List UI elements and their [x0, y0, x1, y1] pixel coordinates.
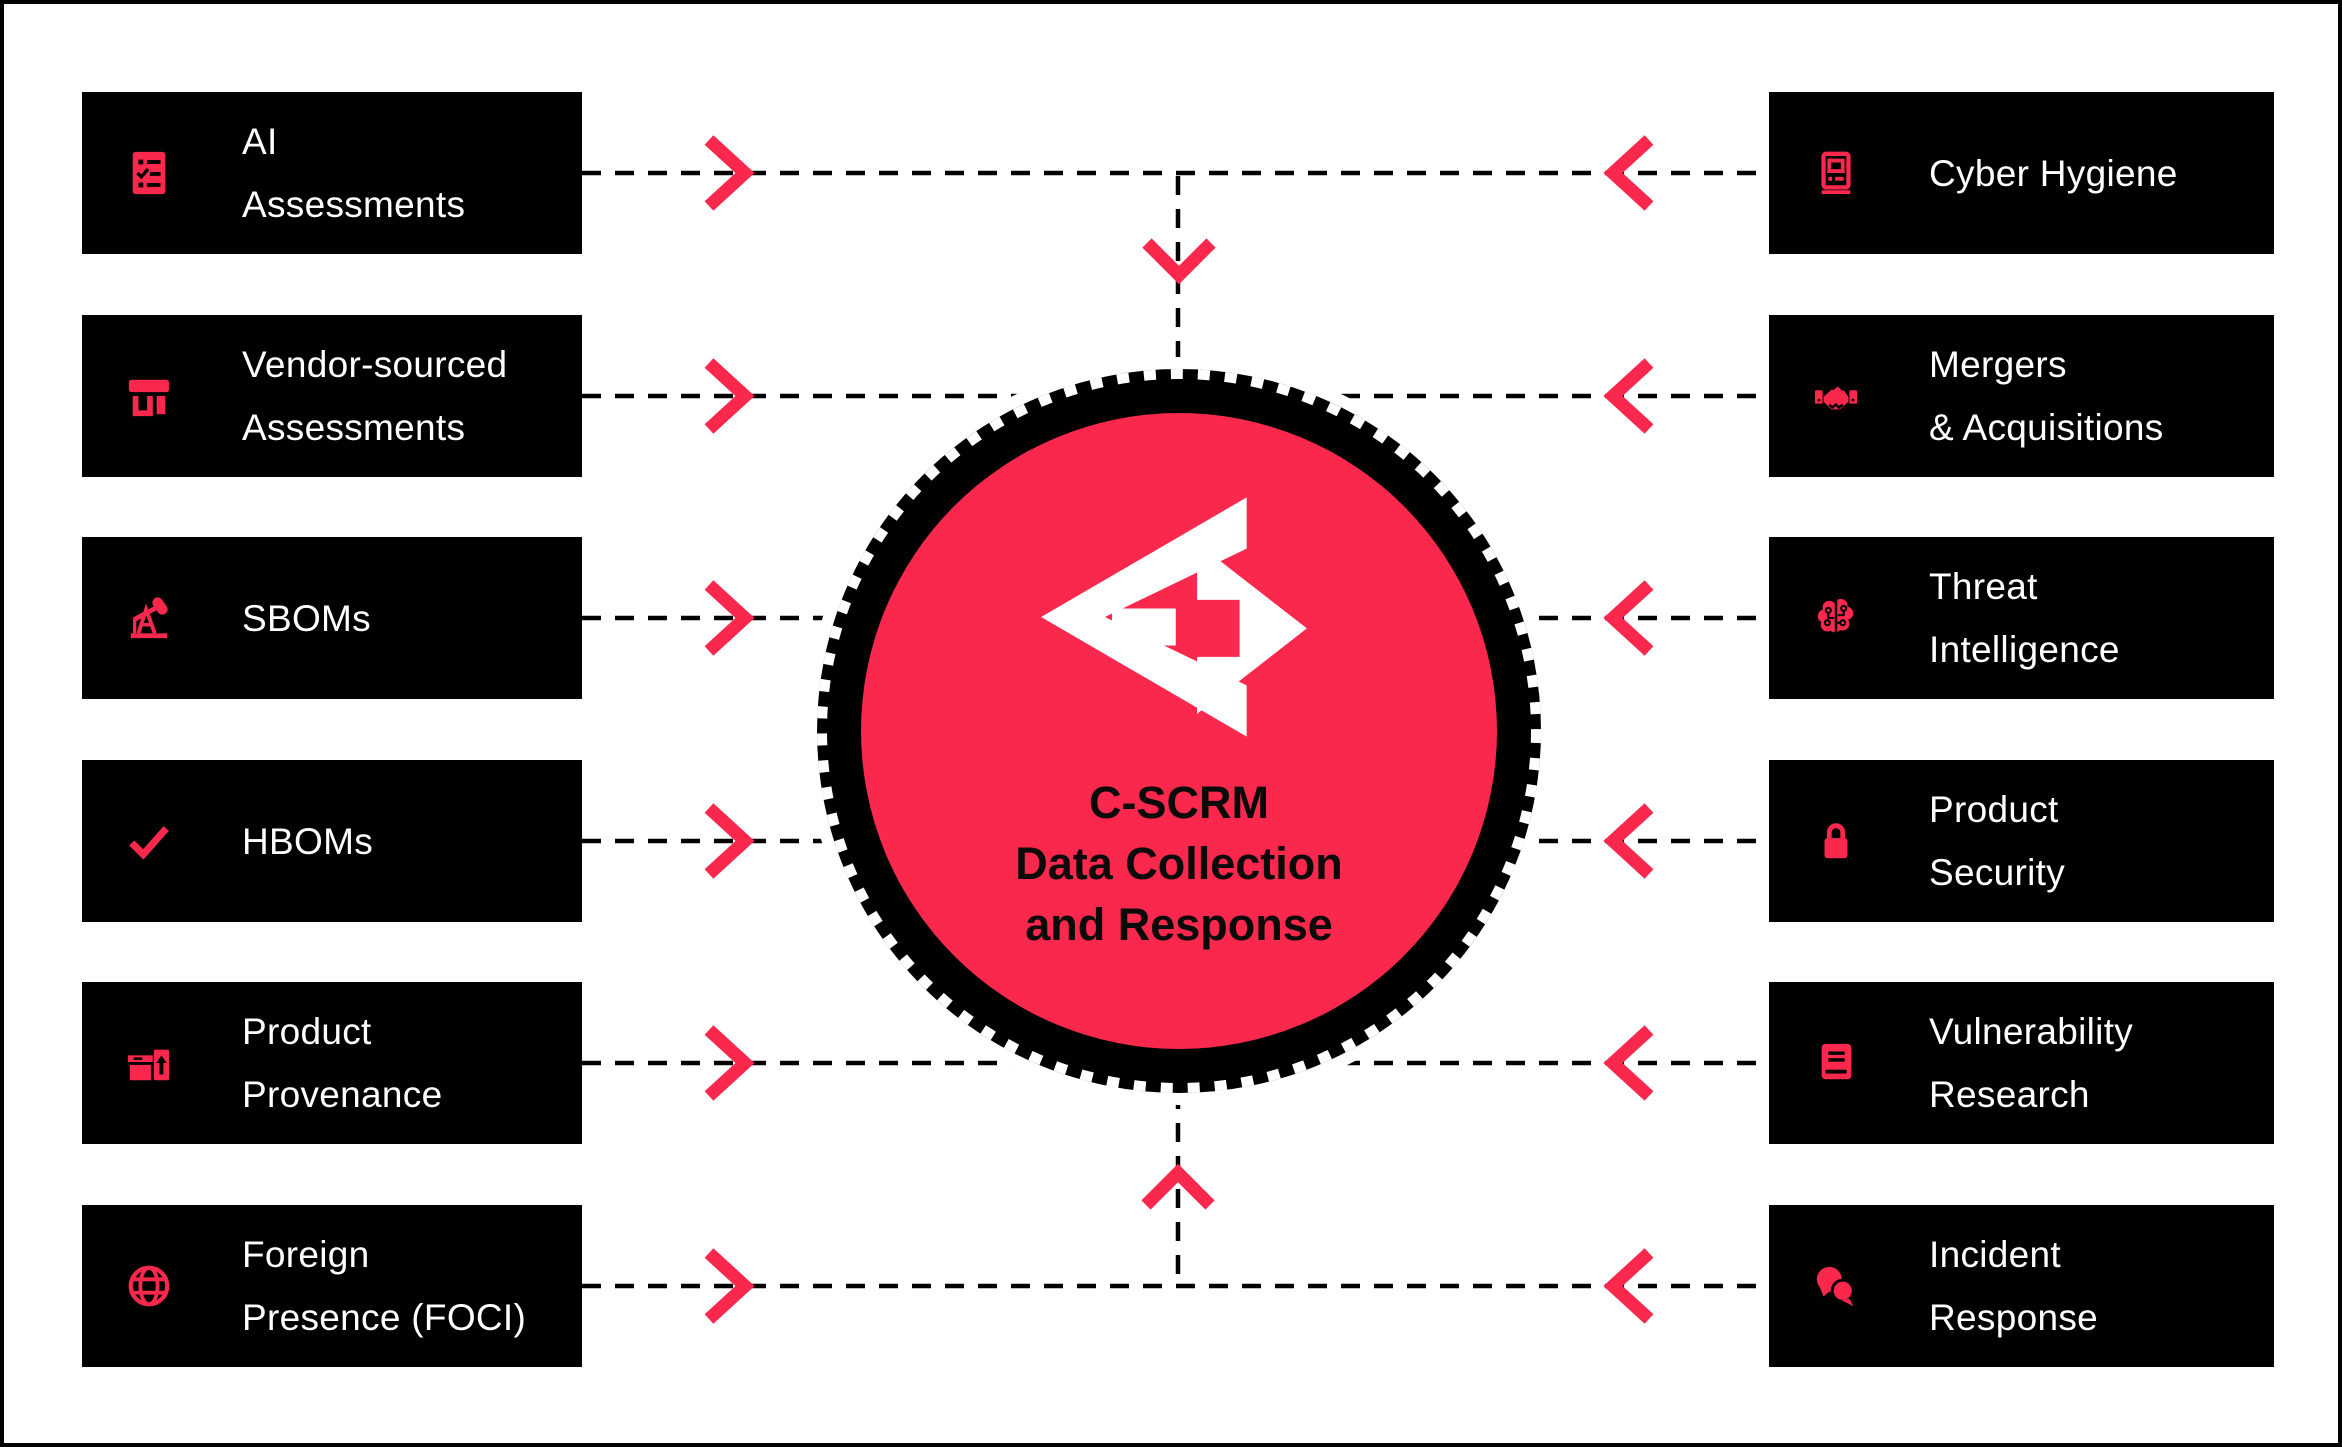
- flow-chevron-left-icon: [1603, 135, 1654, 211]
- node-label-line: Assessments: [242, 407, 466, 448]
- node-label: Foreign Presence (FOCI): [242, 1223, 526, 1349]
- ai-brain-icon: [1813, 595, 1859, 641]
- globe-icon: [126, 1263, 172, 1309]
- storefront-icon: [126, 373, 172, 419]
- node-label-line: Product: [1929, 789, 2059, 830]
- center-title: C-SCRM Data Collection and Response: [829, 772, 1529, 955]
- center-title-line: and Response: [1025, 899, 1333, 950]
- chat-bubbles-icon: [1813, 1263, 1859, 1309]
- node-label-line: Research: [1929, 1074, 2090, 1115]
- node-label-line: Mergers: [1929, 344, 2067, 385]
- node-label-line: SBOMs: [242, 597, 371, 639]
- node-label-line: Provenance: [242, 1074, 443, 1115]
- flow-chevron-left-icon: [1603, 1248, 1654, 1324]
- handshake-icon: [1813, 373, 1859, 419]
- node-label-line: AI: [242, 121, 278, 162]
- node-vulnerability-research: Vulnerability Research: [1769, 982, 2274, 1144]
- flow-chevron-left-icon: [1603, 580, 1654, 656]
- book-icon: [1813, 1040, 1859, 1086]
- node-cyber-hygiene: Cyber Hygiene: [1769, 92, 2274, 254]
- center-title-line: C-SCRM: [1089, 777, 1269, 828]
- node-label-line: HBOMs: [242, 820, 373, 862]
- node-label-line: Product: [242, 1011, 372, 1052]
- node-label-line: Foreign: [242, 1234, 370, 1275]
- checklist-icon: [126, 150, 172, 196]
- node-incident-response: Incident Response: [1769, 1205, 2274, 1367]
- node-threat-intelligence: Threat Intelligence: [1769, 537, 2274, 699]
- node-label: Product Security: [1929, 778, 2065, 904]
- node-label-line: Intelligence: [1929, 629, 2120, 670]
- flow-chevron-left-icon: [1603, 1025, 1654, 1101]
- node-label-line: & Acquisitions: [1929, 407, 2164, 448]
- node-ai-assessments: AI Assessments: [82, 92, 582, 254]
- flow-chevron-right-icon: [704, 580, 755, 656]
- checkmark-icon: [126, 818, 172, 864]
- node-sboms: SBOMs: [82, 537, 582, 699]
- node-product-provenance: Product Provenance: [82, 982, 582, 1144]
- node-label-line: Vendor-sourced: [242, 344, 508, 385]
- node-label-line: Incident: [1929, 1234, 2061, 1275]
- node-label: AI Assessments: [242, 110, 465, 236]
- center-title-line: Data Collection: [1015, 838, 1343, 889]
- node-label: Vendor-sourced Assessments: [242, 333, 507, 459]
- node-label: Vulnerability Research: [1929, 1000, 2133, 1126]
- flow-chevron-right-icon: [704, 803, 755, 879]
- node-label-line: Response: [1929, 1297, 2099, 1338]
- flow-chevron-up-icon: [1141, 1163, 1215, 1210]
- node-mergers-acquisitions: Mergers & Acquisitions: [1769, 315, 2274, 477]
- flow-chevron-right-icon: [704, 1248, 755, 1324]
- flow-chevron-left-icon: [1603, 803, 1654, 879]
- node-label: HBOMs: [242, 810, 373, 873]
- node-label: SBOMs: [242, 587, 371, 650]
- node-label-line: Threat: [1929, 566, 2038, 607]
- node-label-line: Security: [1929, 852, 2066, 893]
- node-hboms: HBOMs: [82, 760, 582, 922]
- node-label-line: Assessments: [242, 184, 466, 225]
- node-label: Cyber Hygiene: [1929, 142, 2178, 205]
- computer-icon: [1813, 150, 1859, 196]
- node-label: Mergers & Acquisitions: [1929, 333, 2164, 459]
- flow-chevron-right-icon: [704, 135, 755, 211]
- center-circle: [861, 413, 1497, 1049]
- center-circle-dashed-rim: [817, 369, 1541, 1093]
- node-label: Incident Response: [1929, 1223, 2098, 1349]
- flow-chevron-down-icon: [1142, 238, 1216, 285]
- lock-icon: [1813, 818, 1859, 864]
- flow-chevron-left-icon: [1603, 358, 1654, 434]
- node-label-line: Presence (FOCI): [242, 1297, 527, 1338]
- node-label: Threat Intelligence: [1929, 555, 2120, 681]
- node-label-line: Vulnerability: [1929, 1011, 2134, 1052]
- flow-chevron-right-icon: [704, 1025, 755, 1101]
- node-foreign-presence-foci: Foreign Presence (FOCI): [82, 1205, 582, 1367]
- node-vendor-sourced-assessments: Vendor-sourced Assessments: [82, 315, 582, 477]
- node-product-security: Product Security: [1769, 760, 2274, 922]
- connector-lines: [582, 135, 1769, 1324]
- node-label: Product Provenance: [242, 1000, 442, 1126]
- pumpjack-icon: [126, 595, 172, 641]
- package-export-icon: [126, 1040, 172, 1086]
- node-label-line: Cyber Hygiene: [1929, 152, 2178, 194]
- double-chevron-logo-icon: [1041, 497, 1307, 737]
- flow-chevron-right-icon: [704, 358, 755, 434]
